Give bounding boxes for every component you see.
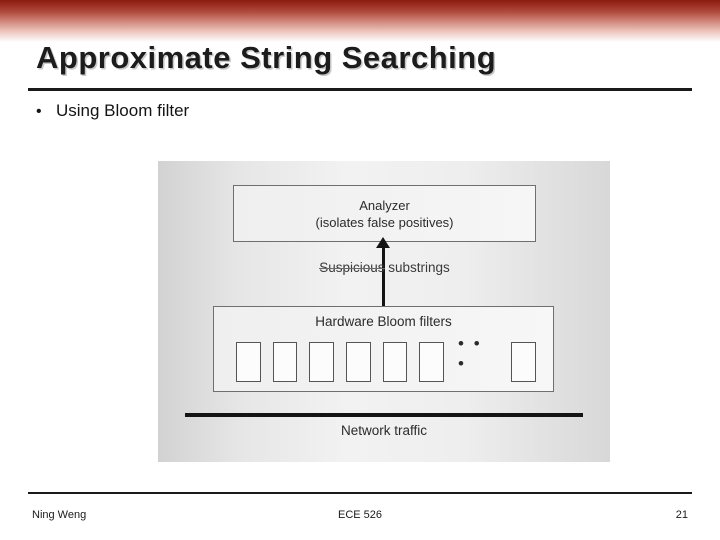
analyzer-subtitle: (isolates false positives) bbox=[315, 214, 454, 230]
bloom-filters-label: Hardware Bloom filters bbox=[315, 314, 452, 329]
diagram-figure: Analyzer (isolates false positives) Susp… bbox=[158, 161, 610, 462]
filter-cell bbox=[309, 342, 335, 382]
filter-cell bbox=[419, 342, 445, 382]
bullet-marker: • bbox=[36, 103, 42, 120]
filter-cell bbox=[236, 342, 261, 382]
analyzer-box: Analyzer (isolates false positives) bbox=[233, 185, 536, 242]
footer-page-number: 21 bbox=[675, 509, 688, 521]
arrow-shaft bbox=[382, 243, 385, 310]
substrings-word: substrings bbox=[388, 260, 450, 275]
suspicious-substrings-label: Suspicious substrings bbox=[233, 260, 536, 275]
footer-author: Ning Weng bbox=[32, 509, 87, 521]
network-traffic-line bbox=[185, 413, 583, 417]
page-title: Approximate String Searching bbox=[36, 40, 497, 75]
network-traffic-label: Network traffic bbox=[340, 423, 428, 438]
suspicious-word: Suspicious bbox=[319, 260, 385, 275]
top-gradient-banner bbox=[0, 0, 720, 42]
arrow-up-icon bbox=[376, 237, 390, 248]
filter-cell bbox=[382, 342, 408, 382]
filter-cell bbox=[511, 342, 536, 382]
hardware-bloom-filters-box: Hardware Bloom filters • • • bbox=[213, 306, 554, 392]
analyzer-title: Analyzer bbox=[359, 197, 410, 213]
bullet-label: Using Bloom filter bbox=[56, 101, 190, 120]
title-divider bbox=[28, 88, 692, 91]
filter-cell bbox=[272, 342, 298, 382]
ellipsis-icon: • • • bbox=[458, 334, 483, 373]
footer-divider bbox=[28, 492, 692, 494]
footer-course: ECE 526 bbox=[337, 509, 383, 521]
bullet-item: • Using Bloom filter bbox=[36, 101, 189, 121]
filter-cell bbox=[346, 342, 371, 382]
filter-cells-row: • • • bbox=[236, 334, 536, 384]
